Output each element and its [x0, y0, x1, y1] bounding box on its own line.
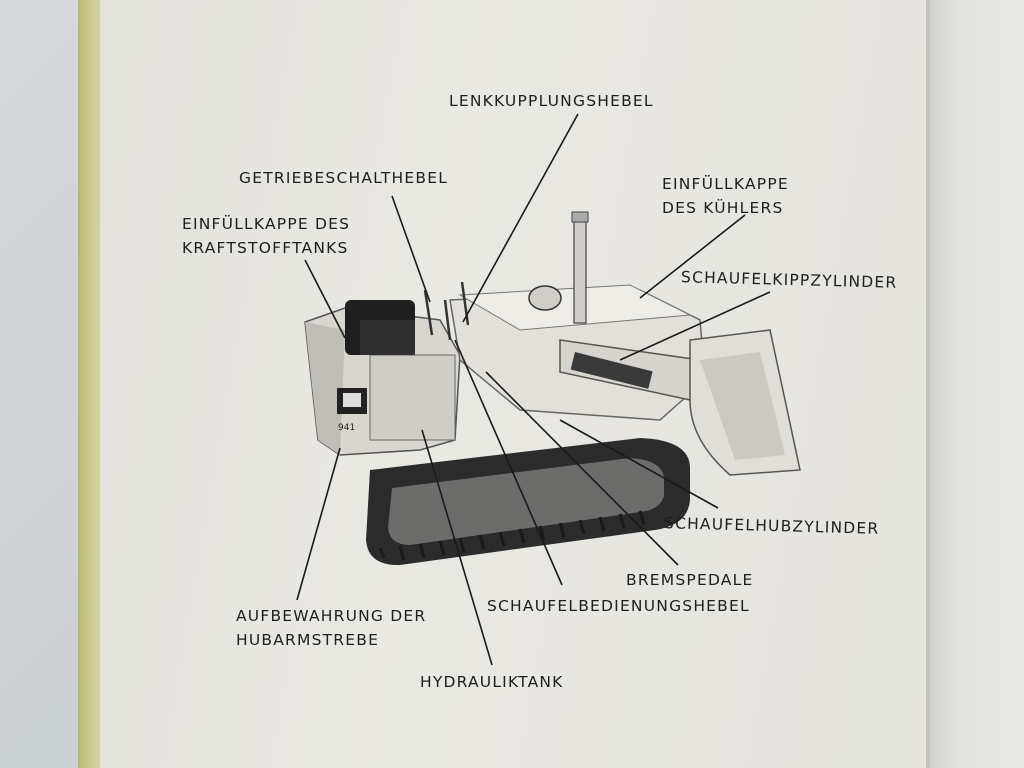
model-badge: 941	[338, 423, 355, 433]
seat-back	[360, 320, 415, 355]
side-panel	[305, 322, 345, 455]
label-einfuellkappe-kuehler-line2: DES KÜHLERS	[662, 199, 784, 217]
control-lever-3	[460, 281, 470, 326]
label-getriebeschalthebel: GETRIEBESCHALTHEBEL	[239, 169, 449, 187]
label-bremspedale: BREMSPEDALE	[626, 571, 754, 589]
label-schaufelbedienungshebel: SCHAUFELBEDIENUNGSHEBEL	[487, 597, 750, 615]
book-cover-edge	[78, 0, 104, 768]
page-gutter	[926, 0, 932, 768]
leader-schaufelkippzylinder	[619, 291, 771, 361]
label-einfuellkappe-tank-line1: EINFÜLLKAPPE DES	[182, 215, 351, 233]
air-cleaner	[528, 285, 562, 311]
label-einfuellkappe-kuehler-line1: EINFÜLLKAPPE	[662, 175, 789, 193]
label-aufbewahrung-line2: HUBARMSTREBE	[236, 631, 380, 649]
leader-schaufelhubzylinder	[559, 419, 719, 509]
control-lever-2	[443, 299, 452, 341]
leader-einfuellkappe-kuehler	[639, 214, 746, 299]
control-lever-1	[423, 289, 434, 336]
leader-schaufelbedienungshebel	[454, 339, 563, 586]
label-aufbewahrung-line1: AUFBEWAHRUNG DER	[236, 607, 427, 625]
leader-einfuellkappe-tank	[304, 259, 346, 339]
leader-bremspedale	[485, 371, 679, 566]
fuel-tank-body	[369, 354, 456, 441]
label-einfuellkappe-tank-line2: KRAFTSTOFFTANKS	[182, 239, 349, 257]
next-page-edge	[930, 0, 1024, 768]
label-lenkkupplungshebel: LENKKUPPLUNGSHEBEL	[449, 92, 654, 110]
label-hydrauliktank: HYDRAULIKTANK	[420, 673, 564, 691]
track-shoes	[378, 510, 646, 561]
leader-aufbewahrung	[296, 447, 341, 601]
leader-hydrauliktank	[421, 429, 493, 666]
leader-getriebeschalthebel	[391, 195, 431, 303]
leader-lenkkupplungshebel	[462, 113, 579, 323]
tilt-cylinder	[570, 352, 653, 389]
